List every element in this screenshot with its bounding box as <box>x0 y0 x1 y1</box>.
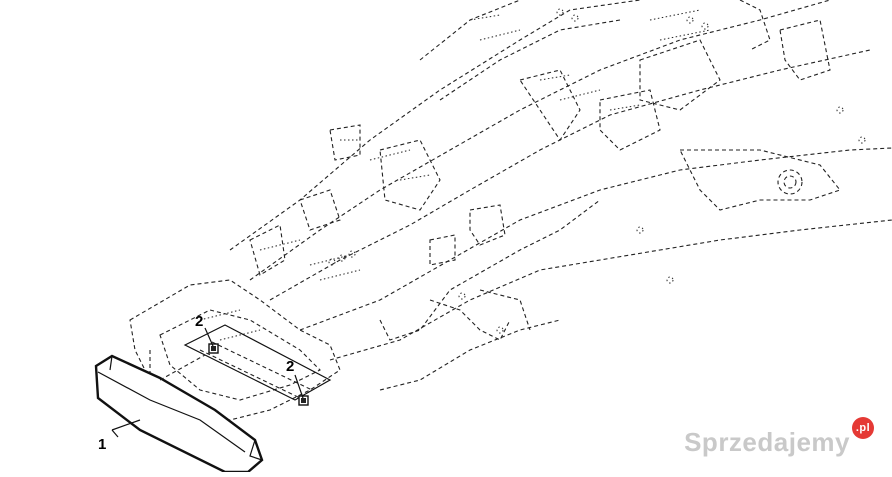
frame-outline <box>129 0 892 421</box>
watermark: Sprzedajemy.pl <box>684 417 874 458</box>
bracket-strip <box>159 324 332 401</box>
watermark-badge: .pl <box>852 417 874 439</box>
callout-label-2a: 2 <box>195 313 203 330</box>
frame-detail-dots <box>199 8 866 341</box>
bolt-left <box>208 343 219 354</box>
callout-label-1: 1 <box>98 436 106 453</box>
watermark-text: Sprzedajemy <box>684 427 850 457</box>
bumper-part <box>94 354 264 474</box>
leader-lines <box>111 327 304 438</box>
bolt-right <box>298 395 309 406</box>
callout-label-2b: 2 <box>286 358 294 375</box>
